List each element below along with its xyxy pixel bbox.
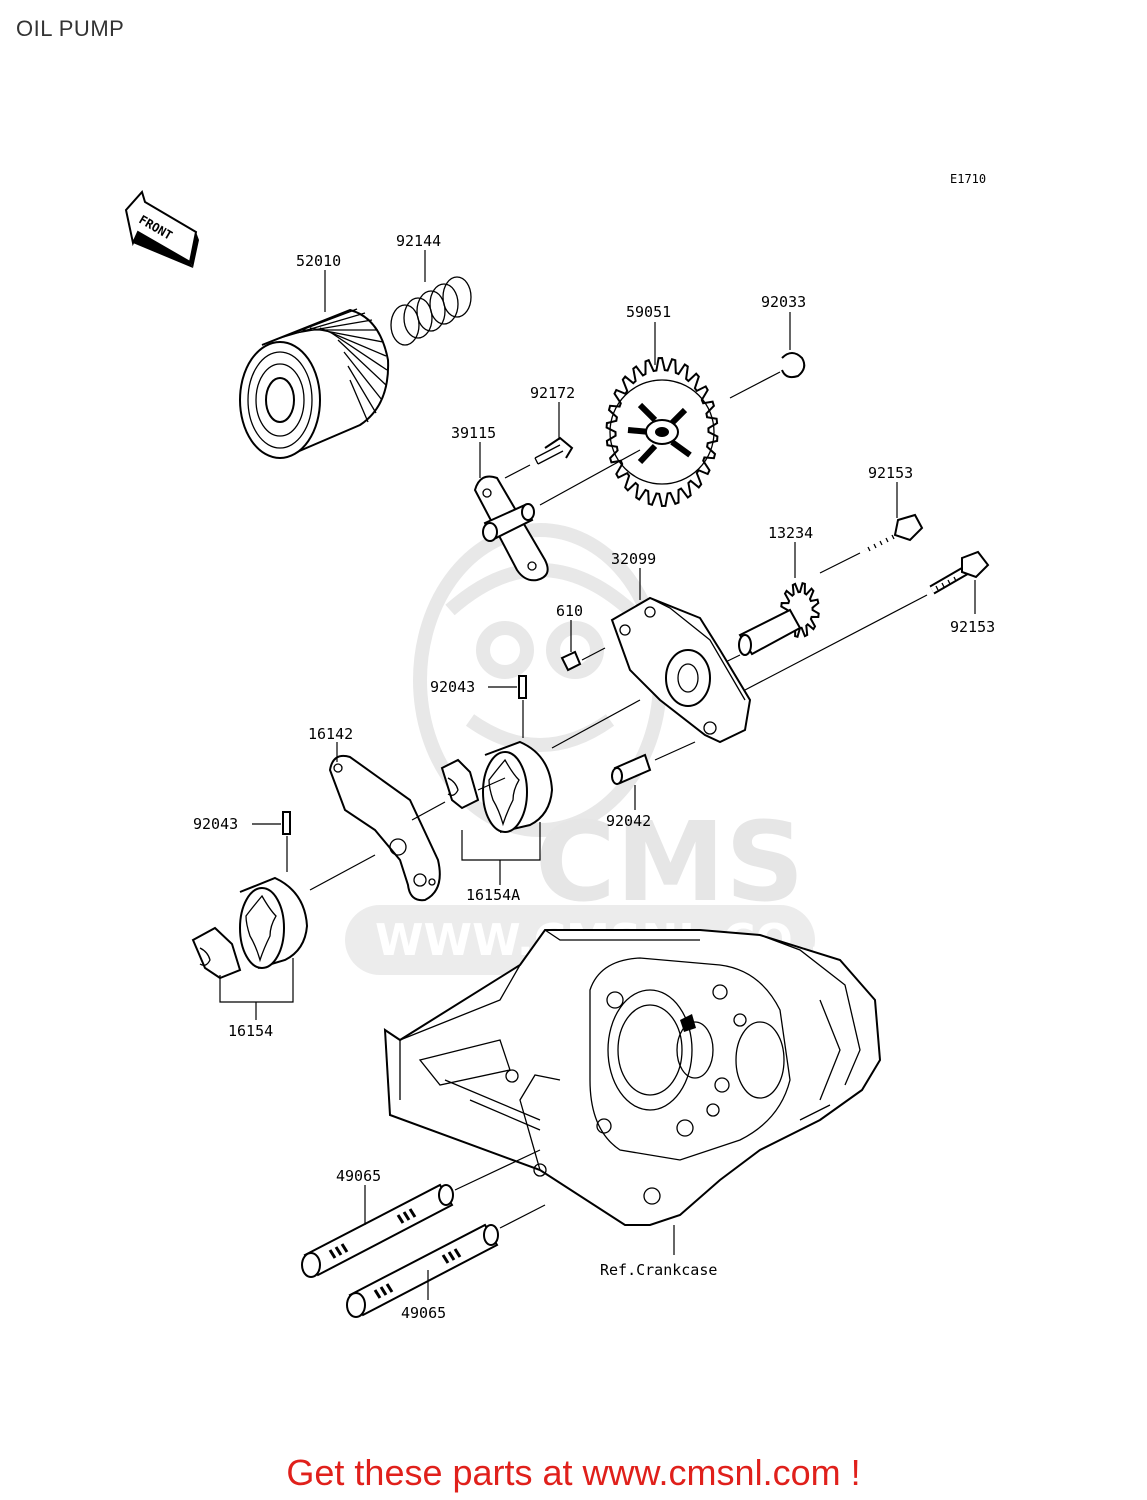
dowel-92042: 92042	[606, 741, 696, 830]
shaft-49065-upper: 49065	[301, 1149, 541, 1278]
circlip-92033: 92033	[729, 293, 806, 399]
plate-16142: 16142	[308, 725, 446, 902]
label-92172: 92172	[530, 384, 575, 402]
pin-92043-lower: 92043	[193, 811, 291, 872]
rotor-inner-lower	[191, 926, 242, 980]
oil-filter-52010: 52010	[239, 252, 390, 459]
label-92043-upper: 92043	[430, 678, 475, 696]
diagram-code: E1710	[950, 172, 986, 186]
bolt-92153-upper: 92153	[819, 464, 924, 574]
label-16142: 16142	[308, 725, 353, 743]
label-16154A: 16154A	[466, 886, 520, 904]
label-49065-lower: 49065	[401, 1304, 446, 1322]
ref-crankcase-label: Ref.Crankcase	[600, 1261, 717, 1279]
front-arrow: FRONT	[124, 189, 199, 268]
label-13234: 13234	[768, 524, 813, 542]
label-92043-lower: 92043	[193, 815, 238, 833]
shaft-49065-lower: 49065	[346, 1204, 546, 1322]
label-32099: 32099	[611, 550, 656, 568]
footer-promo-text[interactable]: Get these parts at www.cmsnl.com !	[286, 1452, 861, 1493]
pump-body-32099: 32099	[610, 550, 752, 744]
label-92042: 92042	[606, 812, 651, 830]
pin-610: 610	[556, 602, 606, 672]
gear-13234: 13234	[704, 524, 820, 673]
label-92153-lower: 92153	[950, 618, 995, 636]
spring-92144: 92144	[390, 232, 472, 346]
bolt-92153-lower: 92153	[744, 550, 995, 691]
shaft-lower-splines	[373, 1248, 462, 1299]
screw-92172: 92172	[504, 384, 575, 479]
watermark-brand: CMS	[535, 798, 804, 926]
rotor-outer-lower	[239, 876, 309, 969]
watermark: CMS WWW.CMSNL.CO...	[345, 523, 842, 975]
label-92153-upper: 92153	[868, 464, 913, 482]
plate-39115: 39115	[451, 424, 641, 582]
gear-59051: 59051	[605, 303, 719, 508]
label-52010: 52010	[296, 252, 341, 270]
shaft-upper-splines	[328, 1208, 417, 1259]
label-610: 610	[556, 602, 583, 620]
label-39115: 39115	[451, 424, 496, 442]
label-49065-upper: 49065	[336, 1167, 381, 1185]
rotor-outer-upper	[482, 740, 554, 833]
label-92033: 92033	[761, 293, 806, 311]
rotor-inner-upper	[440, 758, 480, 810]
crankcase: Ref.Crankcase	[383, 929, 882, 1279]
pin-92043-upper: 92043	[430, 675, 527, 738]
page-title: OIL PUMP	[16, 16, 125, 41]
label-59051: 59051	[626, 303, 671, 321]
label-16154: 16154	[228, 1022, 273, 1040]
label-92144: 92144	[396, 232, 441, 250]
